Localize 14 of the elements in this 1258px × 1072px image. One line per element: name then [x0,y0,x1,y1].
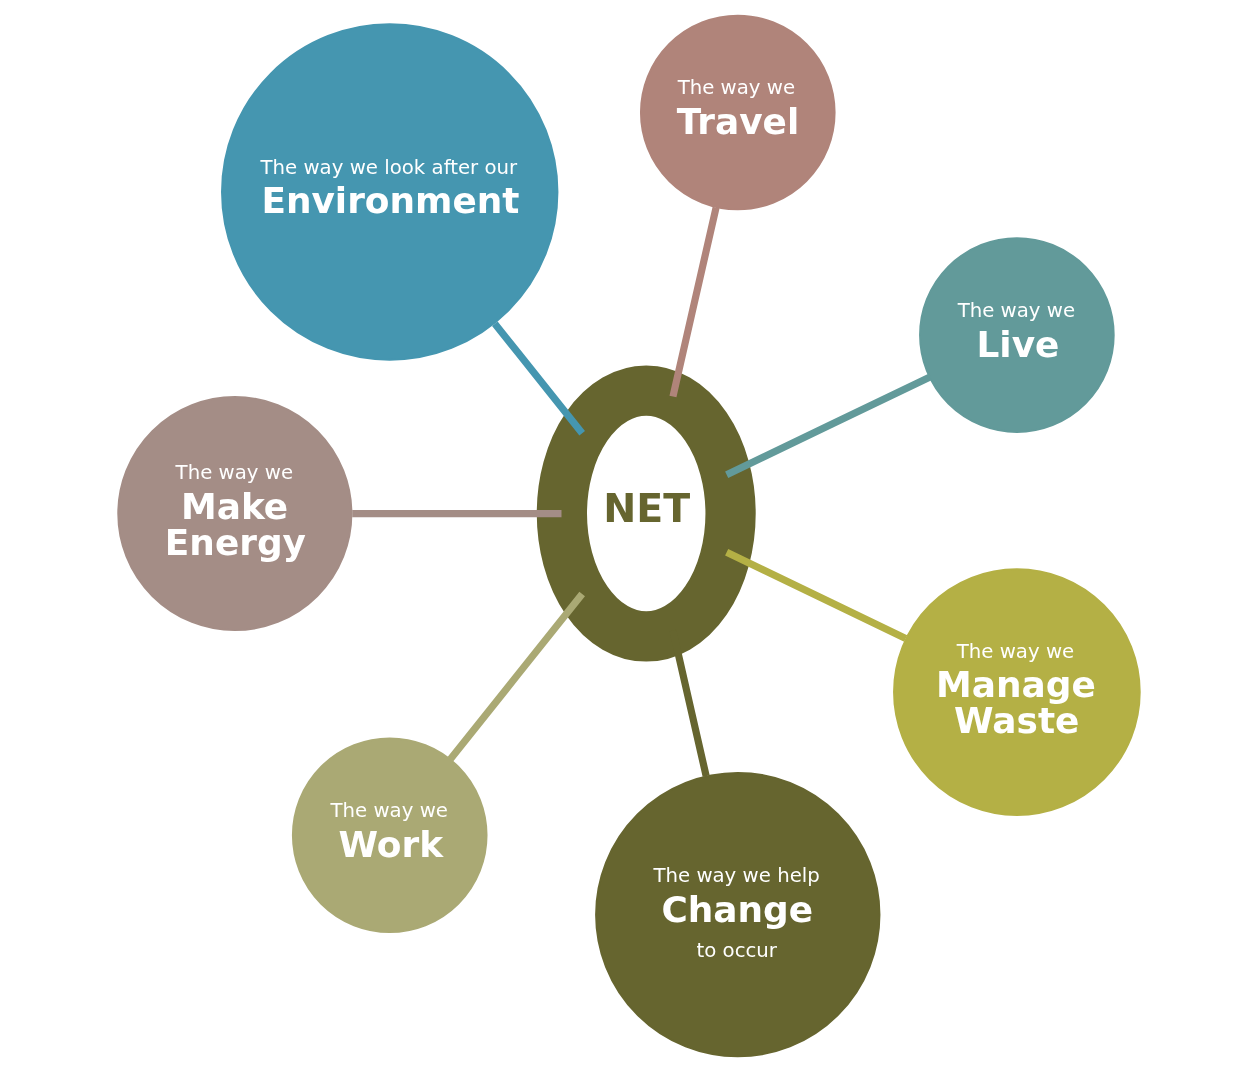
node-circle: The way we look after our Environment [221,23,559,361]
node-ellipse: NET [536,365,756,662]
connector [352,509,562,518]
connector [447,591,585,762]
connector [725,549,908,642]
node-circle: The way we Make Energy [117,396,353,632]
node-circle: The way we Work [291,737,488,934]
node-circle: The way we Manage Waste [893,568,1141,816]
connector [669,206,720,398]
connector [492,321,585,436]
node-circle: The way we Live [919,237,1115,433]
node-circle: The way we help Change to occur [595,771,881,1058]
node-circle: The way we Travel [639,14,836,211]
connector [725,373,932,479]
